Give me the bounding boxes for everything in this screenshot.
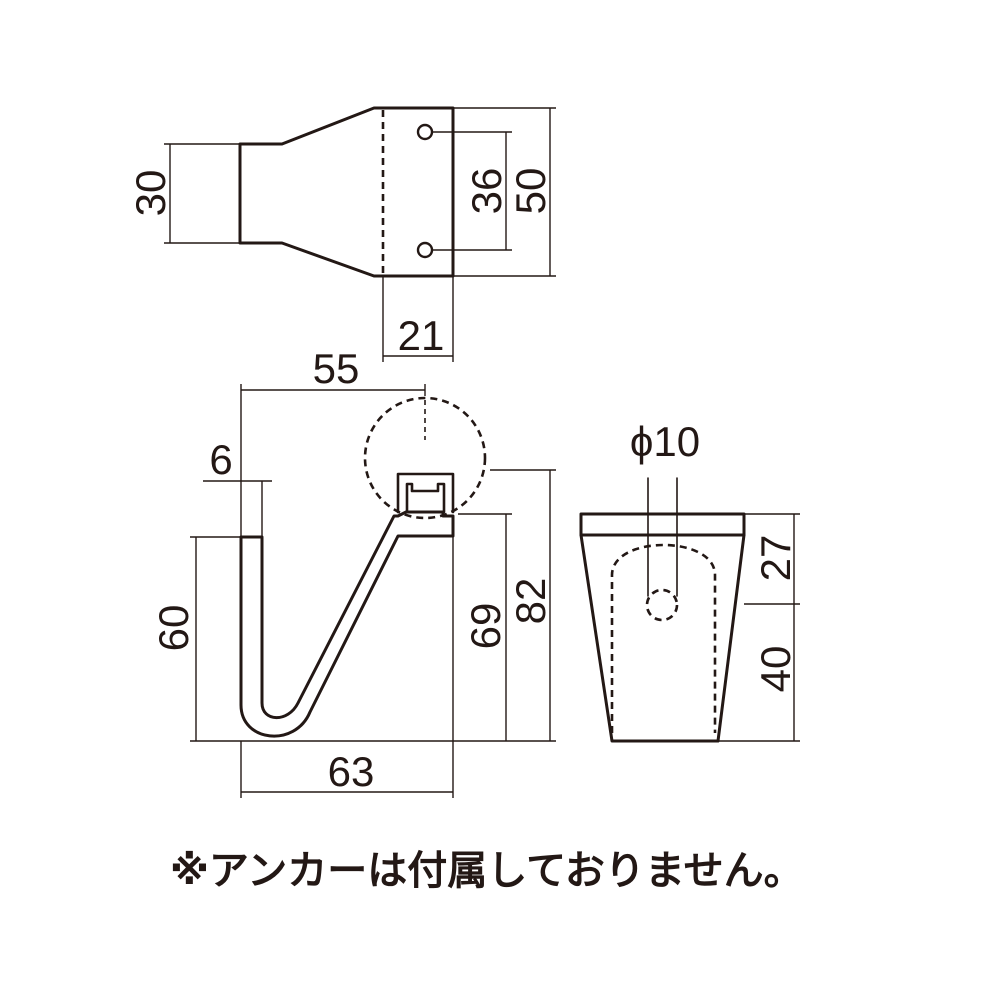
rod-saddle (396, 472, 455, 514)
end-view: ϕ10 27 40 (579, 418, 800, 743)
anchor-not-included-note: ※アンカーは付属しておりません。 (170, 848, 804, 894)
dim-upper-height: 27 (752, 535, 799, 582)
rod-phantom-circle (363, 396, 487, 520)
end-view-top-plate (579, 512, 746, 537)
dim-rise-to-plate: 69 (462, 603, 509, 650)
dim-hook-depth: 60 (150, 605, 197, 652)
end-view-body (579, 533, 746, 743)
end-view-hidden-slot (610, 543, 717, 733)
dim-top-width-right: 50 (507, 168, 554, 215)
dim-plate-depth: 21 (398, 312, 445, 359)
dim-overall-height: 82 (507, 578, 554, 625)
dim-overall-width: 63 (328, 748, 375, 795)
hook-bracket-outline (239, 510, 455, 738)
top-view: 30 36 50 21 (127, 106, 556, 362)
dim-top-width-left: 30 (127, 170, 174, 217)
mounting-hole-lower (416, 241, 434, 259)
side-view: 55 6 60 69 82 63 (150, 345, 556, 798)
dim-lip: 6 (209, 436, 232, 483)
bolt-slot (647, 477, 678, 597)
dim-bolt-diameter: ϕ10 (630, 418, 700, 465)
mounting-hole-upper (416, 123, 434, 141)
top-view-outline (238, 106, 455, 278)
dim-lower-height: 40 (752, 646, 799, 693)
dim-reach: 55 (313, 345, 360, 392)
bolt-hole (645, 588, 679, 622)
dim-hole-pitch: 36 (463, 168, 510, 215)
